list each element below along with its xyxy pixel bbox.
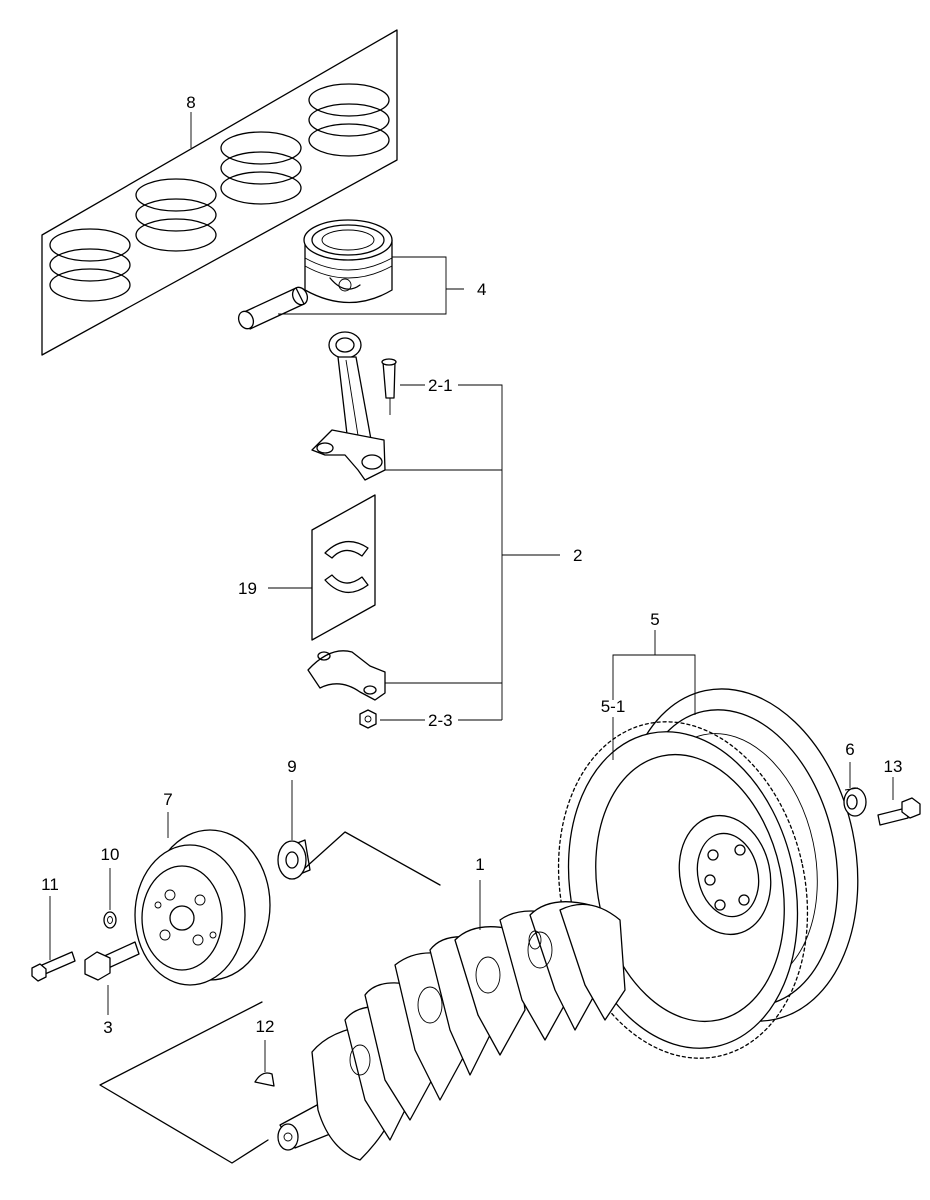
- spacer-9[interactable]: 9: [277, 757, 311, 880]
- callout-8: 8: [186, 93, 195, 112]
- callout-10: 10: [101, 845, 120, 864]
- callout-4: 4: [477, 280, 486, 299]
- bolt-11[interactable]: 11: [31, 875, 76, 982]
- conrod-nut[interactable]: 2-3: [359, 709, 502, 730]
- piston[interactable]: 4: [236, 219, 487, 331]
- piston-ring-set-4: [308, 83, 390, 157]
- pilot-bearing[interactable]: 6: [843, 740, 867, 817]
- callout-7: 7: [163, 790, 172, 809]
- crank-pulley[interactable]: 7: [134, 790, 271, 986]
- piston-ring-set-3: [220, 131, 302, 205]
- crankshaft: [277, 901, 626, 1161]
- callout-2-1: 2-1: [428, 376, 453, 395]
- callout-2-3: 2-3: [428, 711, 453, 730]
- callout-2: 2: [573, 546, 582, 565]
- callout-12: 12: [256, 1017, 275, 1036]
- key-12[interactable]: 12: [254, 1017, 275, 1087]
- piston-rings-group[interactable]: 8: [41, 29, 398, 356]
- callout-13: 13: [884, 757, 903, 776]
- bearing-shells[interactable]: 19: [238, 494, 376, 641]
- callout-3: 3: [103, 1018, 112, 1037]
- piston-pin: [237, 286, 309, 330]
- callout-1: 1: [475, 855, 484, 874]
- crankshaft-group[interactable]: 1: [99, 831, 626, 1164]
- callout-5-1: 5-1: [601, 697, 626, 716]
- conrod-cap[interactable]: [307, 650, 502, 701]
- conrod-bolt: [381, 358, 397, 415]
- callout-9: 9: [287, 757, 296, 776]
- connecting-rod[interactable]: 2-1 2: [311, 331, 582, 720]
- callout-5: 5: [650, 610, 659, 629]
- callout-11: 11: [41, 875, 59, 894]
- callout-6: 6: [845, 740, 854, 759]
- callout-19: 19: [238, 579, 257, 598]
- flywheel[interactable]: 5 5-1: [528, 610, 887, 1082]
- bolt-3[interactable]: 3: [84, 941, 140, 1037]
- piston-ring-set-1: [49, 228, 131, 302]
- washer-10[interactable]: 10: [101, 845, 120, 929]
- piston-ring-set-2: [135, 178, 217, 252]
- bolt-13[interactable]: 13: [877, 757, 921, 826]
